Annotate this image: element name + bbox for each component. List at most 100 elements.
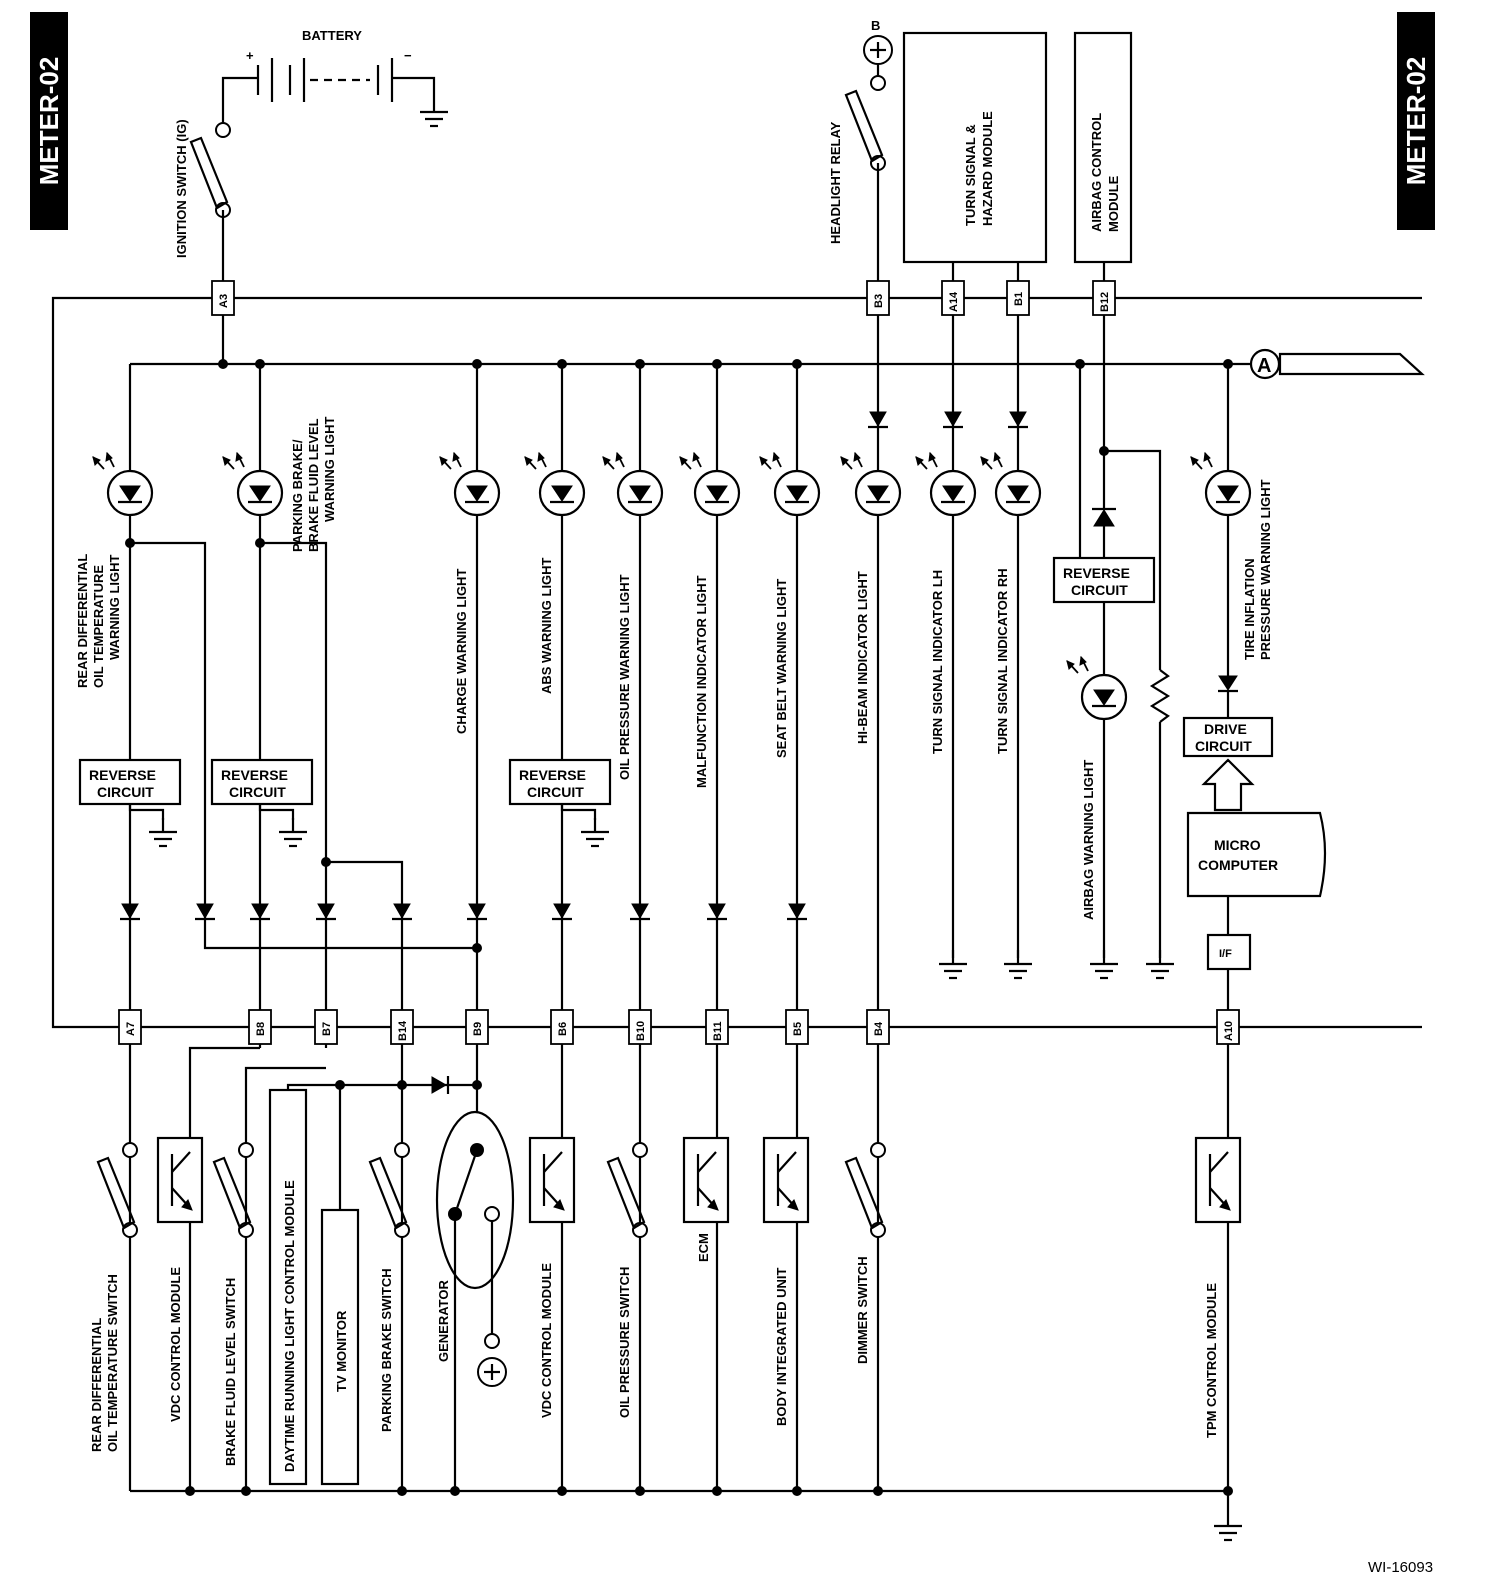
reverse-circuit-2 xyxy=(210,758,314,806)
connector-b1 xyxy=(1006,280,1030,316)
airbag-warning-light xyxy=(1065,655,1128,721)
abs-warning-light xyxy=(523,451,586,517)
connector-b11 xyxy=(705,1009,729,1045)
oil-pressure-warning-label: OIL PRESSURE WARNING LIGHT xyxy=(617,574,632,780)
drive-circuit xyxy=(1182,716,1274,758)
interface-label: I/F xyxy=(1219,948,1232,960)
connector-b4 xyxy=(866,1009,890,1045)
connector-b5 xyxy=(785,1009,809,1045)
tire-pressure-label-2: PRESSURE WARNING LIGHT xyxy=(1258,479,1273,660)
charge-warning-light xyxy=(438,451,501,517)
vdc-module-2-transistor xyxy=(528,1136,576,1224)
connector-b12-label: B12 xyxy=(1099,292,1111,312)
vdc-module-1-transistor xyxy=(156,1136,204,1224)
brake-fluid-switch-label: BRAKE FLUID LEVEL SWITCH xyxy=(223,1278,238,1466)
connector-b3-label: B3 xyxy=(873,294,885,308)
parking-brake-switch xyxy=(368,1141,411,1239)
reverse-circuit-4-line-2: CIRCUIT xyxy=(1071,582,1128,598)
rear-diff-temp-switch xyxy=(96,1141,139,1239)
headlight-relay-label: HEADLIGHT RELAY xyxy=(828,121,843,244)
bus-junction-dots xyxy=(218,359,802,369)
connector-a7 xyxy=(118,1009,142,1045)
oil-pressure-switch-label: OIL PRESSURE SWITCH xyxy=(617,1267,632,1418)
connector-a10 xyxy=(1216,1009,1240,1045)
brake-fluid-level-switch xyxy=(212,1141,255,1239)
offpage-connector-a-letter: A xyxy=(1257,355,1271,377)
battery-label: BATTERY xyxy=(302,28,362,43)
turn-signal-hazard-module xyxy=(902,31,1048,264)
ignition-switch-label: IGNITION SWITCH (IG) xyxy=(174,119,189,258)
malfunction-indicator-label: MALFUNCTION INDICATOR LIGHT xyxy=(694,575,709,788)
battery-minus: − xyxy=(404,48,412,63)
offpage-meter03-flag xyxy=(1278,352,1425,376)
hi-beam-indicator-label: HI-BEAM INDICATOR LIGHT xyxy=(855,571,870,744)
airbag-control-module xyxy=(1073,31,1133,264)
rear-diff-switch-label-2: OIL TEMPERATURE SWITCH xyxy=(105,1274,120,1452)
connector-b7-label: B7 xyxy=(321,1022,333,1036)
connector-a3-label: A3 xyxy=(218,294,230,308)
ecm-transistor xyxy=(682,1136,730,1224)
parking-brake-switch-label: PARKING BRAKE SWITCH xyxy=(379,1268,394,1432)
vdc-module-2-label: VDC CONTROL MODULE xyxy=(539,1263,554,1418)
airbag-warning-label: AIRBAG WARNING LIGHT xyxy=(1081,760,1096,920)
body-integrated-unit-transistor xyxy=(762,1136,810,1224)
connector-b12 xyxy=(1092,280,1116,316)
reverse-circuit-1-line-2: CIRCUIT xyxy=(97,784,154,800)
battery-symbol xyxy=(221,58,450,131)
tpm-control-module-transistor xyxy=(1194,1136,1242,1224)
reverse-circuit-3-line-1: REVERSE xyxy=(519,767,586,783)
rear-diff-switch-label-1: REAR DIFFERENTIAL xyxy=(89,1318,104,1452)
rear-diff-light-label-1: REAR DIFFERENTIAL xyxy=(75,554,90,688)
charge-warning-label: CHARGE WARNING LIGHT xyxy=(454,569,469,734)
connector-b9-label: B9 xyxy=(472,1022,484,1036)
rear-diff-oil-temp-warning-light xyxy=(91,451,154,517)
turn-signal-lh-label: TURN SIGNAL INDICATOR LH xyxy=(930,570,945,754)
micro-to-drive-arrow xyxy=(1201,758,1255,812)
reverse-circuit-2-line-1: REVERSE xyxy=(221,767,288,783)
oil-pressure-switch xyxy=(606,1141,649,1239)
generator-label: GENERATOR xyxy=(436,1280,451,1362)
tire-pressure-label-1: TIRE INFLATION xyxy=(1242,558,1257,660)
connector-b5-label: B5 xyxy=(792,1022,804,1036)
body-integrated-unit-label: BODY INTEGRATED UNIT xyxy=(774,1268,789,1426)
turn-signal-rh-label: TURN SIGNAL INDICATOR RH xyxy=(995,568,1010,754)
reverse-circuit-4-line-1: REVERSE xyxy=(1063,565,1130,581)
micro-computer-line-1: MICRO xyxy=(1214,837,1261,853)
parking-light-label-1: PARKING BRAKE/ xyxy=(290,439,305,552)
dimmer-switch xyxy=(844,1141,887,1239)
ecm-label: ECM xyxy=(696,1233,711,1262)
headlight-relay xyxy=(844,74,887,172)
parking-brake-warning-light xyxy=(221,451,284,517)
turn-signal-indicator-rh xyxy=(979,451,1042,517)
micro-computer-line-2: COMPUTER xyxy=(1198,857,1278,873)
connector-b10 xyxy=(628,1009,652,1045)
seat-belt-warning-label: SEAT BELT WARNING LIGHT xyxy=(774,579,789,758)
connector-b14 xyxy=(390,1009,414,1045)
page-tag-right-label: METER-02 xyxy=(1401,57,1431,186)
connector-a3 xyxy=(211,280,235,316)
dimmer-switch-label: DIMMER SWITCH xyxy=(855,1256,870,1364)
tv-monitor xyxy=(320,1208,360,1486)
micro-computer xyxy=(1186,811,1327,898)
oil-pressure-warning-light xyxy=(601,451,664,517)
connector-a14 xyxy=(941,280,965,316)
parking-light-label-2: BRAKE FLUID LEVEL xyxy=(306,418,321,552)
connector-a14-label: A14 xyxy=(948,291,960,312)
drl-control-module-label: DAYTIME RUNNING LIGHT CONTROL MODULE xyxy=(282,1180,297,1472)
connector-b9 xyxy=(465,1009,489,1045)
tpm-control-module-label: TPM CONTROL MODULE xyxy=(1204,1283,1219,1438)
battery-plus: + xyxy=(246,48,254,63)
connector-b3 xyxy=(866,280,890,316)
turn-signal-indicator-lh xyxy=(914,451,977,517)
drive-circuit-line-1: DRIVE xyxy=(1204,721,1247,737)
reverse-circuit-3-line-2: CIRCUIT xyxy=(527,784,584,800)
tire-pressure-warning-light xyxy=(1189,451,1252,517)
page-tag-left xyxy=(30,12,68,230)
connector-b4-label: B4 xyxy=(873,1021,885,1036)
seat-belt-warning-light xyxy=(758,451,821,517)
airbag-module-label-1: AIRBAG CONTROL xyxy=(1089,113,1104,232)
connector-b6-label: B6 xyxy=(557,1022,569,1036)
connector-b8 xyxy=(248,1009,272,1045)
rear-diff-light-label-3: WARNING LIGHT xyxy=(107,555,122,660)
